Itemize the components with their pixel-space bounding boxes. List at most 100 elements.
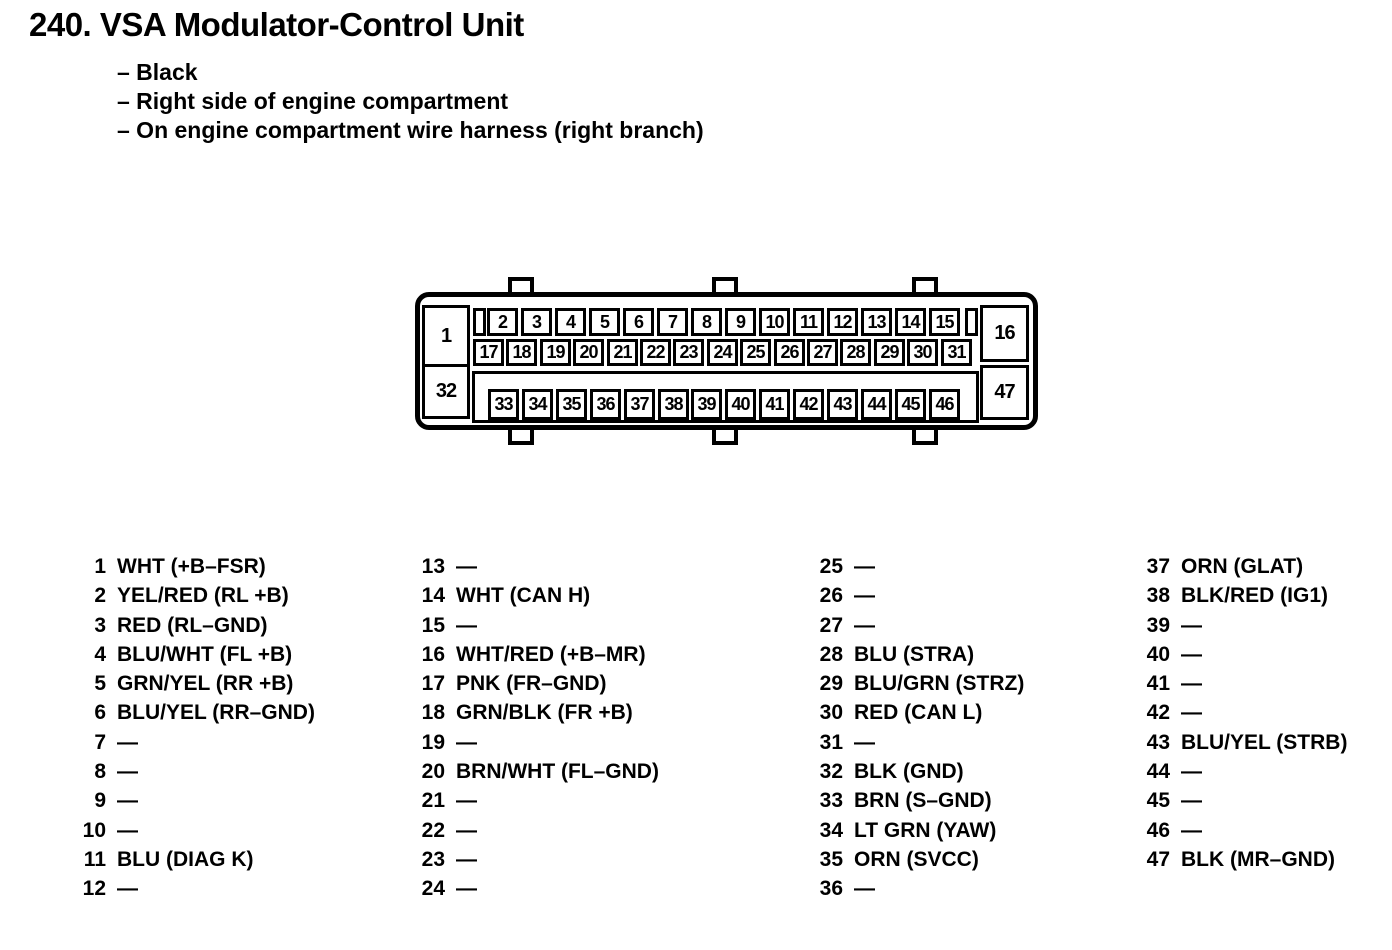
pin-number: 4 bbox=[94, 642, 106, 666]
wire-label: BLU/YEL (STRB) bbox=[1181, 730, 1348, 754]
connector-pin-21: 21 bbox=[607, 339, 638, 366]
connector-pin-3: 3 bbox=[521, 308, 552, 336]
connector-pin-7: 7 bbox=[657, 308, 688, 336]
pin-number: 30 bbox=[819, 701, 843, 725]
page-title: 240. VSA Modulator-Control Unit bbox=[29, 6, 524, 43]
connector-pin-45: 45 bbox=[895, 389, 926, 420]
connector-pin-8: 8 bbox=[691, 308, 722, 336]
pin-list-row: 44— bbox=[1142, 757, 1347, 786]
pin-list-row: 42 — bbox=[1142, 698, 1347, 727]
connector-pin-13: 13 bbox=[861, 308, 892, 336]
pin-number: 38 bbox=[1146, 584, 1170, 608]
connector-pin-26: 26 bbox=[774, 339, 805, 366]
connector-pin-17: 17 bbox=[473, 339, 504, 366]
connector-pin-24: 24 bbox=[707, 339, 738, 366]
pin-number: 19 bbox=[421, 730, 445, 754]
pin-list-row: 6 BLU/YEL (RR–GND) bbox=[78, 698, 315, 727]
wire-label: WHT/RED (+B–MR) bbox=[456, 642, 646, 666]
pin-list-row: 13 — bbox=[417, 552, 659, 581]
wire-label: — bbox=[1181, 818, 1202, 842]
connector-pin-28: 28 bbox=[840, 339, 871, 366]
pin-list-row: 30 RED (CAN L) bbox=[815, 698, 1024, 727]
pin-number: 9 bbox=[94, 789, 106, 813]
connector-pin-33: 33 bbox=[488, 389, 519, 420]
pin-number: 34 bbox=[819, 818, 843, 842]
pin-list-row: 9— bbox=[78, 786, 315, 815]
pin-number: 35 bbox=[819, 847, 843, 871]
pin-number: 40 bbox=[1146, 642, 1170, 666]
pin-list-row: 19— bbox=[417, 728, 659, 757]
wire-label: RED (CAN L) bbox=[854, 701, 983, 725]
pin-number: 42 bbox=[1146, 701, 1170, 725]
wire-label: GRN/BLK (FR +B) bbox=[456, 701, 633, 725]
wire-label: — bbox=[456, 613, 477, 637]
wire-label: LT GRN (YAW) bbox=[854, 818, 997, 842]
location-notes: – Black– Right side of engine compartmen… bbox=[117, 58, 704, 144]
wire-label: BLU/YEL (RR–GND) bbox=[117, 701, 315, 725]
pin-number: 20 bbox=[421, 760, 445, 784]
pin-number: 24 bbox=[421, 877, 445, 901]
pin-list-row: 45— bbox=[1142, 786, 1347, 815]
pin-list-row: 35 ORN (SVCC) bbox=[815, 845, 1024, 874]
pin-number: 10 bbox=[82, 818, 106, 842]
pin-number: 36 bbox=[819, 877, 843, 901]
pin-list-row: 27— bbox=[815, 611, 1024, 640]
pin-number: 13 bbox=[421, 555, 445, 578]
pin-number: 33 bbox=[819, 789, 843, 813]
connector-pin-1: 1 bbox=[422, 305, 470, 367]
connector-pin-29: 29 bbox=[874, 339, 905, 366]
pin-number: 43 bbox=[1146, 730, 1170, 754]
wire-label: — bbox=[456, 877, 477, 901]
wire-label: — bbox=[854, 613, 875, 637]
pin-number: 32 bbox=[819, 760, 843, 784]
pin-list-row: 43 BLU/YEL (STRB) bbox=[1142, 728, 1348, 757]
wire-label: BLK (MR–GND) bbox=[1181, 847, 1335, 871]
connector-pin-27: 27 bbox=[807, 339, 838, 366]
pin-number: 6 bbox=[94, 701, 106, 725]
pin-number: 18 bbox=[421, 701, 445, 725]
pin-list-row: 46— bbox=[1142, 816, 1347, 845]
wire-label: — bbox=[117, 789, 138, 813]
pin-number: 12 bbox=[82, 877, 106, 901]
wire-label: — bbox=[456, 847, 477, 871]
pin-number: 26 bbox=[819, 584, 843, 608]
wire-label: — bbox=[1181, 701, 1202, 725]
connector-pin-11: 11 bbox=[793, 308, 824, 336]
pin-list-row: 8— bbox=[78, 757, 315, 786]
pin-list-row: 33 BRN (S–GND) bbox=[815, 786, 1024, 815]
wire-label: — bbox=[1181, 672, 1202, 696]
connector-pin-30: 30 bbox=[907, 339, 938, 366]
connector-pin-39: 39 bbox=[691, 389, 722, 420]
pin-number: 11 bbox=[83, 847, 106, 871]
wire-label: ORN (SVCC) bbox=[854, 847, 979, 871]
pin-number: 47 bbox=[1146, 847, 1170, 871]
wire-label: — bbox=[1181, 760, 1202, 784]
pin-list-row: 41— bbox=[1142, 669, 1347, 698]
wire-label: — bbox=[854, 877, 875, 901]
connector-pin-37: 37 bbox=[624, 389, 655, 420]
wire-label: WHT (+B–FSR) bbox=[117, 555, 266, 578]
pin-number: 7 bbox=[94, 730, 106, 754]
pin-list-row: 26— bbox=[815, 581, 1024, 610]
wire-label: — bbox=[456, 555, 477, 578]
wire-label: BRN (S–GND) bbox=[854, 789, 992, 813]
connector-pin-12: 12 bbox=[827, 308, 858, 336]
location-note: – Right side of engine compartment bbox=[117, 87, 509, 114]
connector-pin-32: 32 bbox=[422, 364, 470, 419]
pin-number: 1 bbox=[94, 555, 106, 578]
connector-pin-44: 44 bbox=[861, 389, 892, 420]
wire-label: PNK (FR–GND) bbox=[456, 672, 607, 696]
pin-list-row: 40— bbox=[1142, 640, 1347, 669]
pin-list-row: 22— bbox=[417, 816, 659, 845]
